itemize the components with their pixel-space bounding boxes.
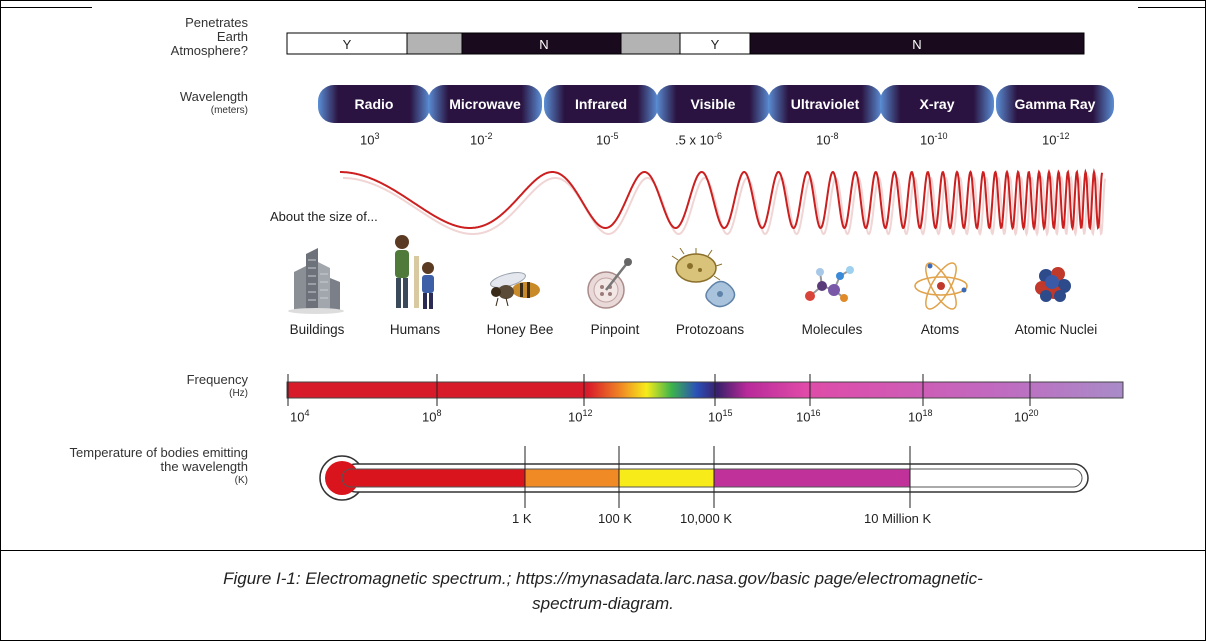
atmosphere-segment-label: Y	[711, 37, 720, 52]
band-label: Radio	[354, 96, 394, 112]
spectrum-wave-line	[340, 168, 1103, 231]
buildings-icon	[288, 248, 344, 314]
wavelength-label-text: Wavelength	[179, 89, 248, 104]
caption-divider	[0, 550, 1206, 551]
band-pill-gamma: Gamma Ray	[996, 85, 1114, 123]
band-label: Microwave	[449, 96, 521, 112]
temperature-tick-label: 1 K	[512, 511, 532, 526]
temperature-tick-label: 100 K	[598, 511, 632, 526]
frequency-tick-label: 1018	[908, 408, 933, 425]
frequency-bar	[286, 374, 1124, 406]
temperature-tick-label: 10 Million K	[864, 511, 932, 526]
atom-icon	[914, 262, 968, 310]
frequency-row-label: Frequency (Hz)	[100, 373, 248, 401]
temperature-label-text: Temperature of bodies emitting the wavel…	[69, 445, 248, 474]
object-label: Honey Bee	[486, 322, 554, 337]
object-label: Buildings	[289, 322, 345, 337]
thermometer-bar	[319, 446, 1089, 508]
atmosphere-label-text: Penetrates Earth Atmosphere?	[170, 15, 248, 58]
object-label: Pinpoint	[590, 322, 640, 337]
temperature-row-label: Temperature of bodies emitting the wavel…	[60, 446, 248, 488]
humans-icon	[395, 235, 434, 309]
atmosphere-row-label: Penetrates Earth Atmosphere?	[100, 16, 248, 58]
frequency-unit-text: (Hz)	[229, 388, 248, 399]
frequency-tick-label: 1020	[1014, 408, 1039, 425]
wavelength-value: 10-10	[920, 131, 948, 148]
object-label: Atoms	[920, 322, 960, 337]
object-label: Protozoans	[675, 322, 745, 337]
pinpoint-icon	[587, 258, 632, 309]
frequency-tick-label: 1012	[568, 408, 593, 425]
frequency-tick-label: 1015	[708, 408, 733, 425]
protozoans-icon	[671, 248, 736, 308]
frequency-tick-label: 104	[290, 408, 310, 425]
wavelength-value: 10-5	[596, 131, 619, 148]
atmosphere-segment	[406, 32, 463, 55]
wavelength-value: .5 x 10-6	[675, 131, 723, 148]
top-rule-right	[1138, 7, 1206, 8]
atomic-nuclei-icon	[1035, 267, 1071, 302]
size-heading: About the size of...	[270, 209, 378, 224]
spectrum-wave	[340, 168, 1106, 237]
molecules-icon	[805, 266, 854, 302]
frequency-label-text: Frequency	[186, 372, 248, 387]
frequency-tick-label: 108	[422, 408, 442, 425]
temperature-unit-text: (K)	[234, 475, 248, 486]
wavelength-value: 10-8	[816, 131, 839, 148]
figure-caption: Figure I-1: Electromagnetic spectrum.; h…	[60, 566, 1146, 616]
band-pill-visible: Visible	[656, 85, 770, 123]
object-label: Molecules	[801, 322, 863, 337]
frequency-tick-label: 1016	[796, 408, 821, 425]
wavelength-value: 103	[360, 131, 380, 148]
band-label: X-ray	[919, 96, 955, 112]
band-pill-infrared: Infrared	[544, 85, 658, 123]
atmosphere-segment-label: N	[539, 37, 548, 52]
band-label: Infrared	[574, 96, 628, 112]
object-label: Humans	[389, 322, 441, 337]
band-pill-radio: Radio	[318, 85, 430, 123]
caption-line: spectrum-diagram.	[532, 594, 674, 613]
band-pill-microwave: Microwave	[428, 85, 542, 123]
atmosphere-bar: Y N Y N	[286, 32, 1085, 55]
atmosphere-segment-label: N	[912, 37, 921, 52]
temperature-tick-label: 10,000 K	[680, 511, 733, 526]
band-label: Ultraviolet	[790, 96, 860, 112]
wavelength-unit-text: (meters)	[210, 105, 248, 116]
band-pill-ultraviolet: Ultraviolet	[768, 85, 882, 123]
atmosphere-segment	[749, 32, 1085, 55]
band-label: Visible	[690, 96, 736, 112]
wavelength-value: 10-12	[1042, 131, 1070, 148]
wavelength-value: 10-2	[470, 131, 493, 148]
caption-line: Figure I-1: Electromagnetic spectrum.; h…	[223, 569, 983, 588]
honey-bee-icon	[490, 272, 540, 307]
atmosphere-segment	[620, 32, 681, 55]
band-label: Gamma Ray	[1014, 96, 1096, 112]
wavelength-row-label: Wavelength (meters)	[100, 90, 248, 118]
band-pill-xray: X-ray	[880, 85, 994, 123]
object-label: Atomic Nuclei	[1014, 322, 1098, 337]
atmosphere-segment-label: Y	[343, 37, 352, 52]
top-rule-left	[0, 7, 92, 8]
